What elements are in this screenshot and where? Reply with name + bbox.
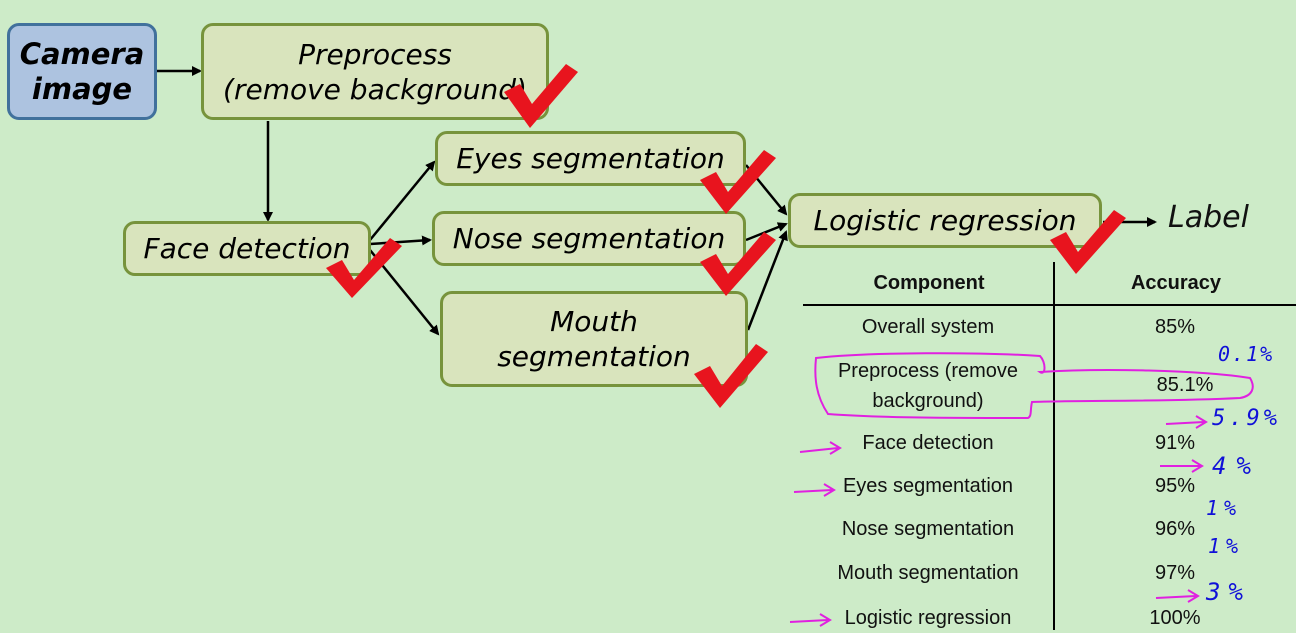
node-logistic-regression: Logistic regression <box>788 193 1102 248</box>
handwritten-note: 1% <box>1208 534 1245 558</box>
arrow-eyes-to-logistic <box>745 164 788 216</box>
node-eyes-segmentation: Eyes segmentation <box>435 131 746 186</box>
arrow-mouth-to-logistic <box>746 230 788 331</box>
header-accuracy: Accuracy <box>1130 272 1222 294</box>
handwritten-note: 1% <box>1206 496 1243 520</box>
table-row-component: Mouth segmentation <box>837 562 1019 584</box>
node-nose-segmentation: Nose segmentation <box>432 211 746 266</box>
table-row-accuracy: 85% <box>1154 316 1196 338</box>
output-label: Label <box>1168 200 1249 235</box>
node-mouth-segmentation: Mouth segmentation <box>440 291 748 387</box>
handwritten-note: 5.9% <box>1212 406 1281 431</box>
table-row-accuracy: 96% <box>1154 518 1196 540</box>
table-row-accuracy: 85.1% <box>1156 374 1214 396</box>
table-header-rule <box>803 304 1296 306</box>
arrow-face-to-mouth <box>369 249 440 336</box>
node-preprocess: Preprocess (remove background) <box>201 23 549 120</box>
table-row-accuracy: 95% <box>1154 475 1196 497</box>
table-row-component: Logistic regression <box>844 607 1012 629</box>
node-face-detection: Face detection <box>123 221 371 276</box>
header-component: Component <box>873 272 985 294</box>
arrow-face-to-eyes <box>369 160 436 241</box>
table-row-component: Preprocess (remove background) <box>837 360 1019 412</box>
table-row-component: Eyes segmentation <box>842 475 1014 497</box>
table-row-component: Overall system <box>861 316 995 338</box>
handwritten-note: 0.1% <box>1218 342 1275 366</box>
table-row-accuracy: 97% <box>1154 562 1196 584</box>
arrow-face-to-nose <box>369 235 432 246</box>
table-column-divider <box>1053 262 1055 630</box>
table-row-accuracy: 91% <box>1154 432 1196 454</box>
handwritten-note: 4% <box>1212 452 1261 480</box>
node-camera-image: Camera image <box>7 23 157 120</box>
table-row-component: Nose segmentation <box>841 518 1015 540</box>
table-row-component: Face detection <box>862 432 994 454</box>
table-row-accuracy: 100% <box>1149 607 1201 629</box>
arrow-nose-to-logistic <box>745 222 788 242</box>
handwritten-note: 3% <box>1206 578 1251 606</box>
